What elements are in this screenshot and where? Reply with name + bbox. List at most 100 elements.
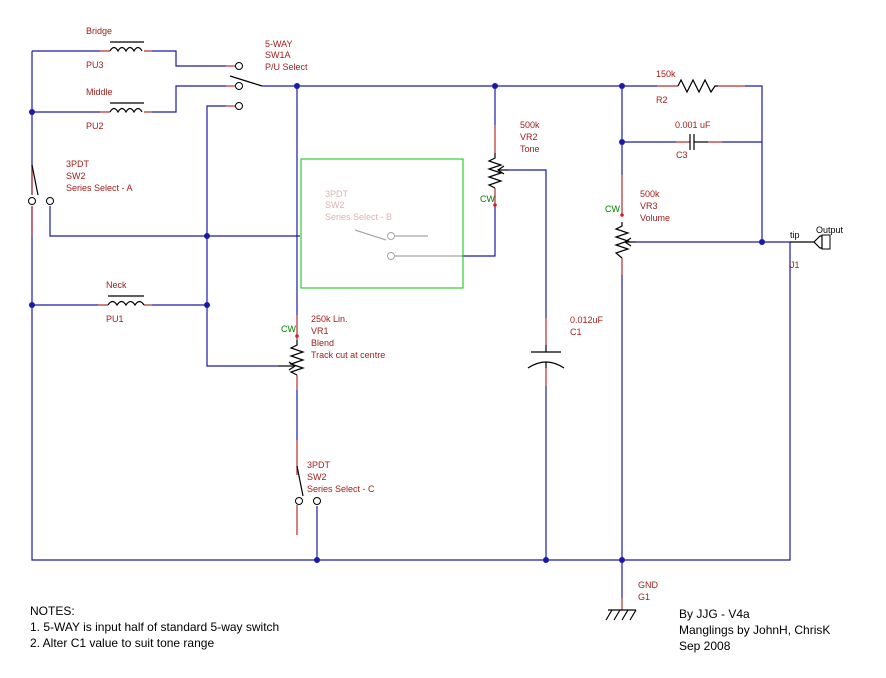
switch-sw2c: 3PDT SW2 Series Select - C (295, 460, 375, 505)
vr1-ref: VR1 (311, 326, 329, 336)
wire-vr2-wiper-to-c1 (508, 169, 547, 318)
sw2b-line1: 3PDT (325, 189, 349, 199)
middle-label: Middle (86, 87, 113, 97)
pot-vr1: CW 250k Lin. VR1 Blend Track cut at cent… (278, 314, 385, 376)
wire-r2 (622, 85, 763, 242)
vr2-wiper-arrow (496, 165, 505, 175)
resistor-r2: 150k R2 (656, 69, 718, 105)
vr3-cw-pin (620, 213, 624, 217)
vr2-value: 500k (520, 120, 540, 130)
credits-line2: Manglings by JohnH, ChrisK (679, 623, 831, 637)
wire-vr2-cw-to-sw2b (462, 205, 496, 257)
pu1-ref: PU1 (106, 314, 124, 324)
vr1-cw: CW (281, 324, 296, 334)
jack-body (821, 234, 831, 250)
junction-dot (204, 302, 210, 308)
junction-dot (314, 557, 320, 563)
vr3-resistor (614, 222, 630, 259)
junction-dot (29, 302, 35, 308)
sw2c-line3: Series Select - C (307, 484, 375, 494)
r2-value: 150k (656, 69, 676, 79)
sw1a-contact-3 (235, 102, 243, 110)
pu3-ref: PU3 (86, 60, 104, 70)
jack-tip-icon (813, 235, 823, 249)
wire-ground-rail (31, 206, 791, 561)
c3-value: 0.001 uF (675, 120, 711, 130)
junction-dot (619, 139, 625, 145)
j1-tip: tip (790, 230, 800, 240)
junction-dot (759, 239, 765, 245)
j1-name: Output (816, 225, 844, 235)
sw2c-contact-1 (295, 497, 303, 505)
sw2c-lever (296, 465, 304, 497)
sw2b-line3: Series Select - B (325, 212, 392, 222)
pot-cap-stubs (545, 175, 623, 386)
vr3-ref: VR3 (640, 201, 658, 211)
pot-vr2: CW 500k VR2 Tone (480, 120, 540, 207)
notes-block: NOTES: 1. 5-WAY is input half of standar… (30, 603, 279, 651)
vr2-name: Tone (520, 144, 540, 154)
g1-ref: G1 (638, 592, 650, 602)
ground-hatch-icon (605, 609, 637, 621)
rc-stubs (657, 85, 745, 143)
junction-dot (204, 233, 210, 239)
sw2a-line3: Series Select - A (66, 183, 133, 193)
r2-zigzag (677, 78, 718, 94)
sw1a-contact-2 (235, 82, 243, 90)
wire-sw2a-to-sw2b (49, 206, 300, 237)
vr1-line4: Track cut at centre (311, 350, 385, 360)
output-jack-j1: tip Output J1 (790, 225, 844, 270)
sw2c-line1: 3PDT (307, 460, 331, 470)
wires (31, 50, 791, 598)
switch-sw2b: 3PDT SW2 Series Select - B (325, 189, 462, 260)
capacitor-c3: 0.001 uF C3 (675, 120, 711, 160)
j1-ref: J1 (790, 260, 800, 270)
sw2a-contact-2 (46, 197, 54, 205)
vr2-cw-pin (493, 203, 497, 207)
c3-ref: C3 (676, 150, 688, 160)
sw1a-line1: 5-WAY (265, 39, 293, 49)
sw2a-contact-1 (28, 197, 36, 205)
junction-dot (492, 83, 498, 89)
sw1a-contact-1 (235, 62, 243, 70)
credits-line3: Sep 2008 (679, 639, 731, 653)
sw2a-line2: SW2 (66, 171, 86, 181)
vr3-cw: CW (605, 204, 620, 214)
pickup-bridge: Bridge PU3 (86, 26, 144, 70)
vr3-value: 500k (640, 189, 660, 199)
credits-line1: By JJG - V4a (679, 607, 750, 621)
note-item: 2. Alter C1 value to suit tone range (30, 636, 215, 650)
vr1-value: 250k Lin. (311, 314, 348, 324)
pu2-ref: PU2 (86, 121, 104, 131)
sw2c-contact-2 (313, 497, 321, 505)
junction-dot (543, 557, 549, 563)
junction-dot (294, 83, 300, 89)
wire-bridge-to-switch (152, 50, 226, 67)
notes-title: NOTES: (30, 604, 75, 618)
bridge-label: Bridge (86, 26, 112, 36)
pickup-neck: Neck PU1 (106, 280, 145, 324)
sw2c-line2: SW2 (307, 472, 327, 482)
credits-block: By JJG - V4a Manglings by JohnH, ChrisK … (679, 606, 830, 654)
sw1a-line2: SW1A (265, 50, 291, 60)
sw2a-line1: 3PDT (66, 159, 90, 169)
vr2-resistor (487, 153, 503, 189)
pot-stubs (296, 125, 496, 535)
switch-sw1a: 5-WAY SW1A P/U Select (226, 39, 308, 110)
highlight-box (300, 158, 464, 289)
sw2b-contact-1 (387, 232, 395, 240)
vr1-line3: Blend (311, 338, 334, 348)
sw2a-lever (31, 164, 39, 196)
vr1-wiper-arrow (288, 361, 297, 371)
wire-middle-to-switch (152, 85, 226, 113)
pot-vr3: CW 500k VR3 Volume (605, 189, 670, 259)
junction-dot (619, 557, 625, 563)
junction-dot (619, 83, 625, 89)
sw2b-line2: SW2 (325, 200, 345, 210)
vr3-name: Volume (640, 213, 670, 223)
coil-neck (107, 300, 145, 307)
r2-ref: R2 (656, 95, 668, 105)
coil-middle (109, 107, 143, 114)
pickup-stubs (98, 50, 152, 306)
ground-g1: GND G1 (605, 580, 659, 621)
